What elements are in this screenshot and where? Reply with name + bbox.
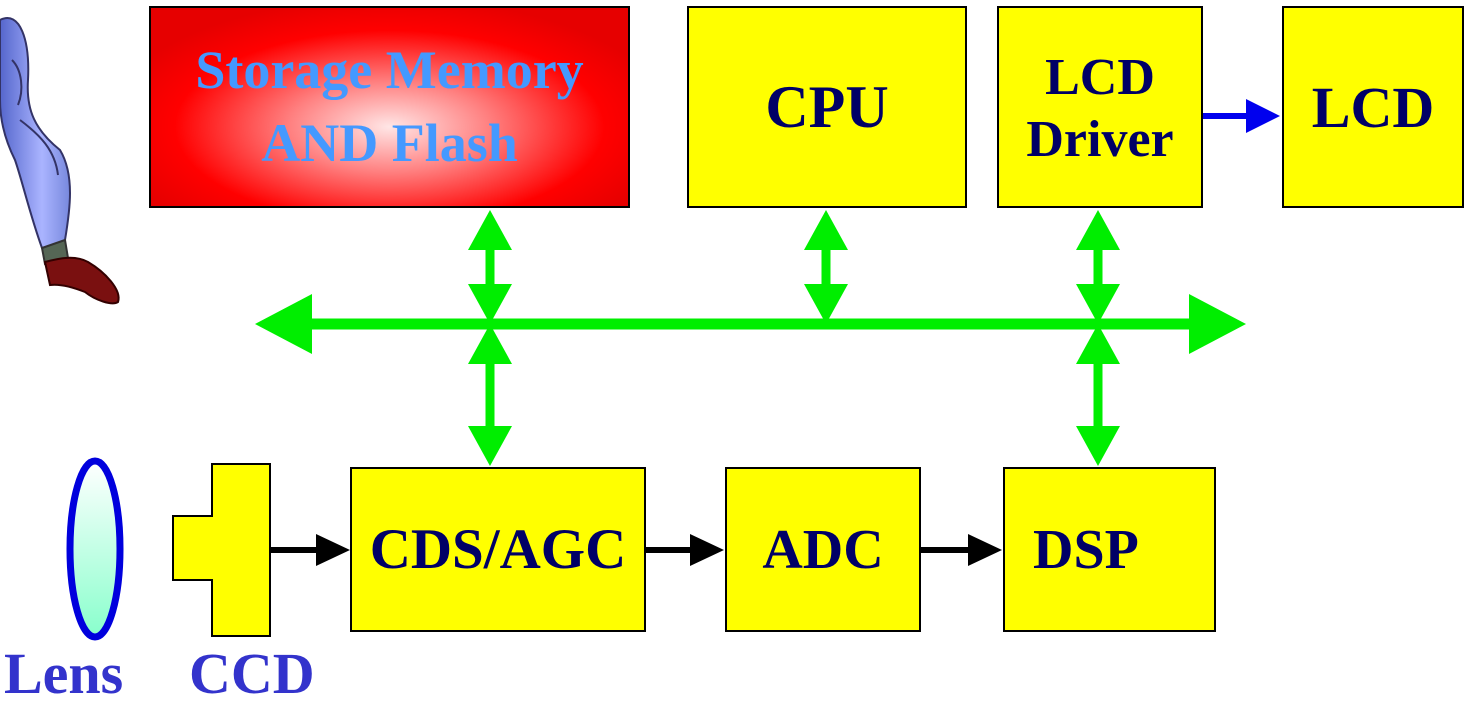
cds-agc-label: CDS/AGC — [369, 518, 627, 581]
storage-memory-block: Storage Memory AND Flash — [149, 6, 630, 208]
lcd-driver-bus-link — [1076, 210, 1120, 324]
lcd-driver-line1: LCD — [1045, 48, 1155, 106]
cpu-bus-link — [804, 210, 848, 324]
cds-agc-block: CDS/AGC — [350, 467, 646, 632]
cpu-block: CPU — [687, 6, 967, 208]
lens-icon — [66, 457, 124, 641]
dsp-label: DSP — [1033, 518, 1139, 581]
ccd-to-cds-arrow — [270, 534, 350, 566]
adc-block: ADC — [725, 467, 921, 632]
lcd-driver-to-lcd-arrow — [1203, 99, 1280, 133]
storage-bus-link — [468, 210, 512, 324]
lcd-label: LCD — [1311, 74, 1435, 140]
system-bus — [255, 294, 1246, 354]
lcd-driver-line2: Driver — [1026, 111, 1174, 168]
lcd-block: LCD — [1282, 6, 1464, 208]
adc-to-dsp-arrow — [921, 534, 1002, 566]
dsp-bus-link — [1076, 324, 1120, 466]
lcd-driver-block: LCD Driver — [997, 6, 1203, 208]
ccd-label: CCD — [189, 641, 315, 705]
cds-bus-link — [468, 324, 512, 466]
storage-line2: AND Flash — [261, 113, 518, 173]
person-leg-icon — [0, 17, 120, 305]
storage-line1: Storage Memory — [195, 40, 584, 101]
dsp-block: DSP — [1003, 467, 1216, 632]
adc-label: ADC — [762, 518, 884, 581]
ccd-sensor-icon — [172, 463, 271, 637]
cpu-label: CPU — [765, 73, 889, 140]
lens-label: Lens — [4, 641, 124, 705]
cds-to-adc-arrow — [646, 534, 724, 566]
